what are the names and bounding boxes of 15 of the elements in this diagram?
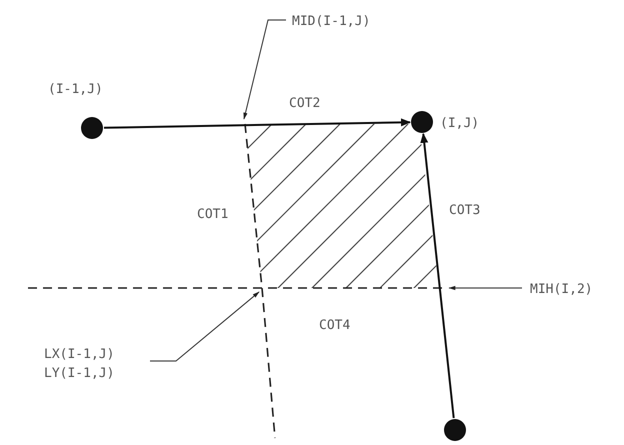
leader-line [150,292,260,362]
leader-line [243,20,286,120]
node-dot [81,117,103,139]
arrow [420,132,455,418]
leader-label: MID(I-1,J) [292,13,370,31]
leader-label: LY(I-1,J) [44,365,114,383]
arrow [104,118,411,129]
point-label: (I,J) [440,116,480,132]
leader-label: MIH(I,2) [530,281,593,299]
node-dot [444,419,466,441]
node-dot [411,111,433,133]
dashed-grid-line [244,124,276,438]
leader-label: LX(I-1,J) [44,346,114,364]
leader-line [448,286,522,290]
point-label: (I-1,J) [48,82,103,98]
